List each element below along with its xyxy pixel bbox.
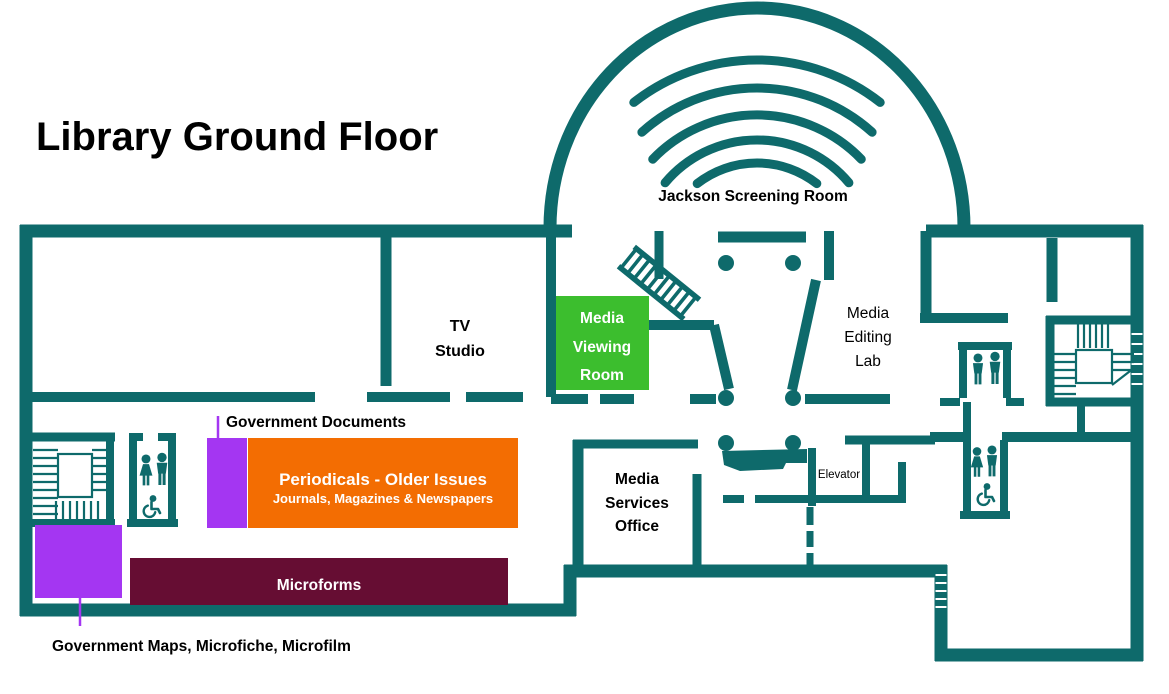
room-label-line: Media xyxy=(615,471,659,488)
collection-areas xyxy=(35,296,649,626)
columns xyxy=(718,255,807,471)
man-icon xyxy=(972,353,984,385)
room-label-media-viewing: Media Viewing Room xyxy=(573,310,631,384)
wall-funnel-left-diagonal xyxy=(709,323,734,391)
room-label-jackson-screening: Jackson Screening Room xyxy=(658,188,848,205)
room-label-elevator: Elevator xyxy=(818,469,860,481)
stairs-icon xyxy=(1111,352,1135,386)
left-stairwell xyxy=(33,448,110,521)
column-dot xyxy=(718,390,734,406)
column-dot xyxy=(785,390,801,406)
label-microforms: Microforms xyxy=(277,577,361,594)
door-hatches xyxy=(935,333,1143,608)
seating-arc xyxy=(660,135,854,188)
man-icon xyxy=(156,452,168,485)
walls xyxy=(19,224,1144,662)
column-dot xyxy=(718,435,734,451)
seating-arc xyxy=(648,110,866,164)
media-viewing-room-box xyxy=(556,296,649,390)
man-icon xyxy=(989,351,1001,384)
man-icon xyxy=(986,445,998,477)
stair-landing xyxy=(1074,348,1114,385)
government-maps-box xyxy=(35,525,122,598)
room-label-line: TV xyxy=(450,318,471,335)
wall-funnel-right-diagonal xyxy=(787,278,821,392)
stairs-icon xyxy=(54,501,100,521)
room-label-line: Services xyxy=(605,495,669,512)
room-label-line: Lab xyxy=(855,353,881,370)
column-dot xyxy=(718,255,734,271)
entry-stairs-icon xyxy=(616,244,702,322)
wheelchair-icon xyxy=(142,493,162,519)
room-label-line: Media xyxy=(847,305,890,322)
jackson-screening-room xyxy=(543,1,971,229)
periodicals-box xyxy=(248,438,518,528)
room-label-line: Office xyxy=(615,518,659,535)
service-desk xyxy=(722,449,807,471)
room-label-line: Viewing xyxy=(573,339,631,356)
stairs-icon xyxy=(33,448,58,516)
stairs-icon xyxy=(92,448,110,492)
seating-arc xyxy=(629,55,885,107)
right-stairwell xyxy=(1054,323,1135,396)
microforms-box xyxy=(130,558,508,605)
seating-arcs xyxy=(629,55,885,189)
stair-rails xyxy=(616,244,702,322)
room-label-line: Room xyxy=(580,367,624,384)
label-government-documents: Government Documents xyxy=(226,414,406,431)
room-label-tv-studio: TV Studio xyxy=(435,318,485,360)
room-label-line: Media xyxy=(580,310,624,327)
room-label-line: Editing xyxy=(844,329,891,346)
room-label-line: Studio xyxy=(435,343,485,360)
stairs-icon xyxy=(1076,323,1110,348)
periodicals-title: Periodicals - Older Issues xyxy=(279,470,487,489)
label-government-maps: Government Maps, Microfiche, Microfilm xyxy=(52,638,351,655)
column-dot xyxy=(785,435,801,451)
stair-treads xyxy=(620,249,696,316)
door-hatch xyxy=(935,574,947,608)
periodicals-subtitle: Journals, Magazines & Newspapers xyxy=(273,491,493,506)
wheelchair-icon xyxy=(976,481,996,507)
government-documents-box xyxy=(207,438,247,528)
stairs-icon xyxy=(1054,352,1076,396)
woman-icon xyxy=(970,447,984,477)
seating-arc xyxy=(692,158,822,189)
woman-icon xyxy=(139,454,153,486)
column-dot xyxy=(785,255,801,271)
seating-arc xyxy=(637,83,877,137)
door-hatch xyxy=(1131,333,1143,385)
label-periodicals: Periodicals - Older Issues Journals, Mag… xyxy=(273,470,493,506)
page-title: Library Ground Floor xyxy=(36,115,438,159)
room-label-media-editing: Media Editing Lab xyxy=(844,305,891,370)
stair-landing xyxy=(56,452,94,499)
room-label-media-services: Media Services Office xyxy=(605,471,669,535)
